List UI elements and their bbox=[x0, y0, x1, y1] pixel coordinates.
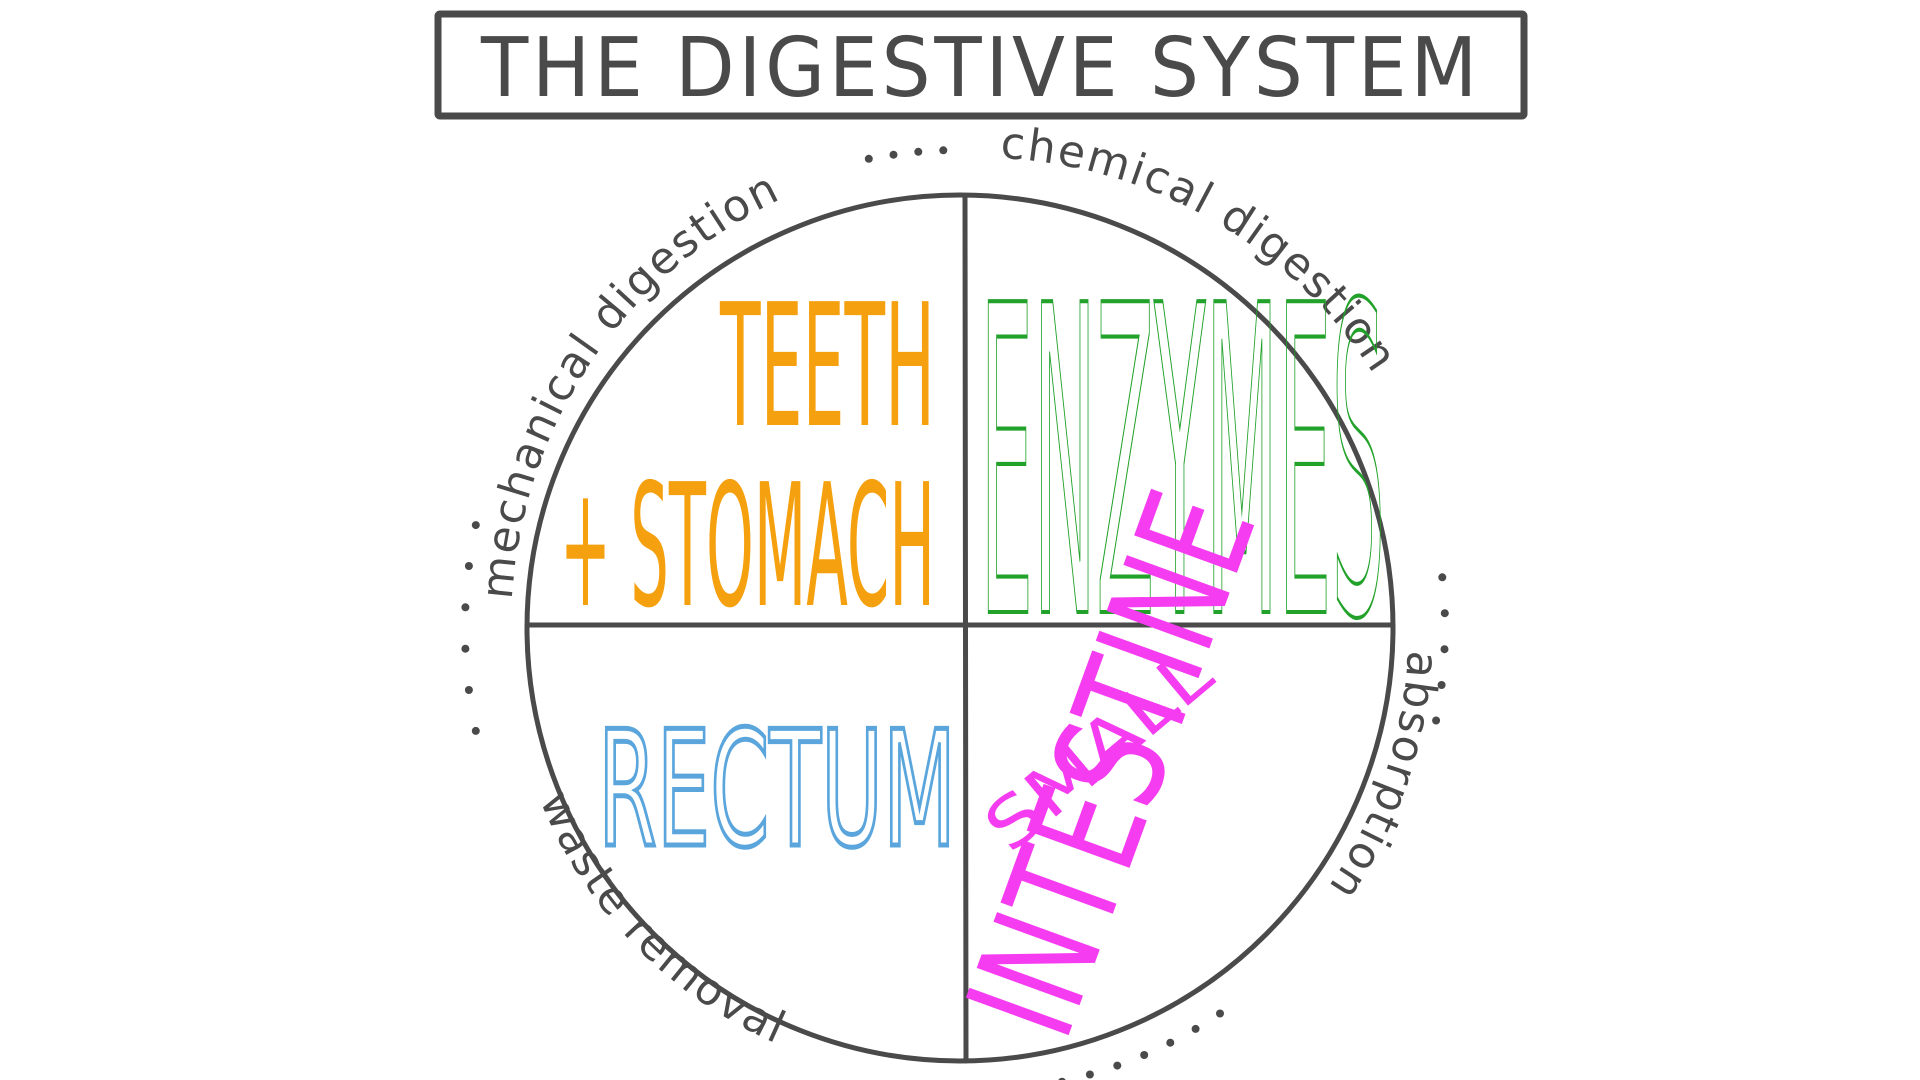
separator-dot bbox=[461, 644, 470, 653]
separator-dot bbox=[864, 154, 873, 163]
separator-dot bbox=[939, 146, 948, 155]
quadrant-top-right: ENZYMES bbox=[978, 215, 1388, 715]
quadrant-top-left: TEETH + STOMACH bbox=[560, 268, 935, 646]
separator-dot bbox=[914, 147, 923, 156]
separator-dot bbox=[1437, 681, 1446, 689]
separator-dot bbox=[1085, 1070, 1094, 1079]
separator-dot bbox=[889, 150, 898, 159]
title-box: THE DIGESTIVE SYSTEM bbox=[434, 10, 1528, 120]
quadrant-bottom-left: RECTUM bbox=[596, 694, 959, 886]
separator-dot bbox=[1440, 645, 1449, 654]
separator-dot bbox=[1113, 1061, 1122, 1070]
outer-circle bbox=[524, 192, 1396, 1064]
separator-dot bbox=[1140, 1051, 1149, 1059]
label-stomach: + STOMACH bbox=[560, 448, 935, 646]
separator-dot bbox=[461, 603, 470, 612]
separator-dot bbox=[1440, 609, 1449, 618]
dot-separators bbox=[461, 146, 1449, 1080]
label-enzymes: ENZYMES bbox=[980, 217, 1385, 713]
separator-dot bbox=[471, 521, 480, 530]
label-teeth: TEETH bbox=[720, 268, 935, 466]
separator-dot bbox=[464, 562, 473, 570]
separator-dot bbox=[1058, 1077, 1066, 1080]
title-frame bbox=[434, 10, 1528, 120]
separator-dot bbox=[1216, 1009, 1224, 1018]
diagram-circle bbox=[524, 192, 1396, 1064]
separator-dot bbox=[1432, 716, 1441, 725]
separator-dot bbox=[464, 686, 473, 694]
label-rectum: RECTUM bbox=[598, 696, 956, 883]
separator-dot bbox=[1191, 1024, 1200, 1033]
vertical-divider bbox=[962, 193, 969, 1064]
separator-dot bbox=[1438, 573, 1447, 582]
separator-dot bbox=[1166, 1038, 1175, 1047]
page-title: THE DIGESTIVE SYSTEM bbox=[480, 21, 1481, 116]
separator-dot bbox=[471, 726, 480, 735]
